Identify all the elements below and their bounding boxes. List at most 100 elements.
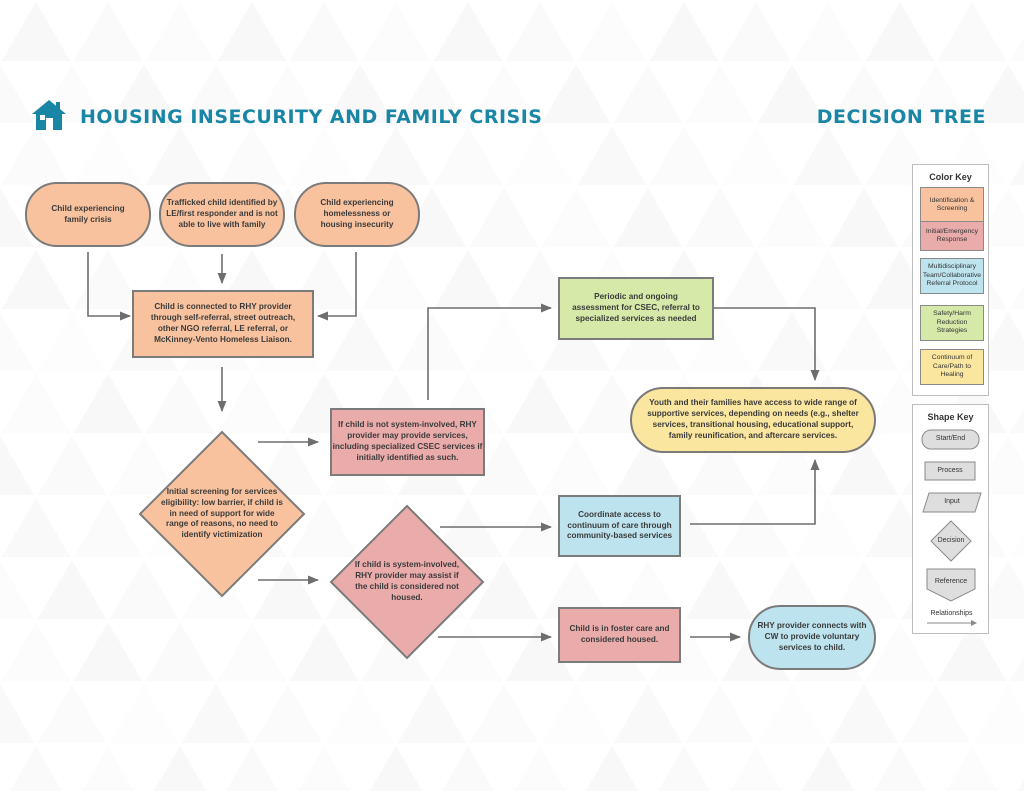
background-triangle — [430, 246, 506, 311]
background-triangle — [790, 246, 866, 311]
background-triangle — [0, 246, 74, 311]
background-triangle — [142, 618, 218, 683]
background-triangle — [394, 680, 470, 745]
key-identification: Identification & Screening — [920, 187, 984, 223]
connector-coordinate-to-youth — [690, 458, 820, 525]
start-node-homelessness — [294, 182, 420, 247]
background-triangle — [466, 680, 542, 745]
background-triangle — [430, 0, 506, 63]
background-triangle — [250, 60, 326, 125]
background-triangle — [610, 308, 686, 373]
process-not-system-involved — [330, 408, 485, 476]
background-triangle — [430, 122, 506, 187]
background-triangle — [826, 308, 902, 373]
background-triangle — [286, 618, 362, 683]
background-triangle — [718, 494, 794, 559]
background-triangle — [250, 556, 326, 621]
color-key-title: Color Key — [929, 172, 972, 182]
start-family-crisis-label: Child experiencing family crisis — [51, 203, 125, 224]
background-triangle — [0, 370, 74, 435]
background-triangle — [718, 246, 794, 311]
background-triangle — [934, 618, 1010, 683]
process-connected-rhy — [132, 290, 314, 358]
rhy-cw-label: RHY provider connects with CW to provide… — [757, 621, 867, 652]
background-triangle — [1006, 528, 1024, 559]
background-triangle — [70, 246, 146, 311]
background-triangle — [682, 432, 758, 497]
background-triangle — [610, 680, 686, 745]
background-triangle — [790, 0, 866, 63]
background-triangle — [106, 432, 182, 497]
background-triangle — [466, 432, 542, 497]
background-triangle — [322, 308, 398, 373]
coordinate-access-label: Coordinate access to continuum of care t… — [566, 509, 673, 541]
background-triangle — [0, 494, 74, 559]
not-system-involved-label: If child is not system-involved, RHY pro… — [332, 420, 483, 462]
background-triangle — [7, 742, 65, 791]
end-node-youth-access — [630, 387, 876, 453]
background-triangle — [214, 618, 290, 683]
background-triangle — [1006, 156, 1024, 187]
key-continuum: Continuum of Care/Path to Healing — [920, 349, 984, 385]
background-triangle — [79, 742, 137, 791]
shape-reference-label: Reference — [934, 578, 968, 585]
background-triangle — [754, 184, 830, 249]
background-triangle — [151, 742, 209, 791]
background-triangle — [538, 60, 614, 125]
background-triangle — [214, 370, 290, 435]
process-foster-care — [558, 607, 681, 663]
background-triangle — [502, 370, 578, 435]
background-triangle — [70, 618, 146, 683]
background-triangle — [826, 184, 902, 249]
start-node-trafficked — [159, 182, 285, 247]
background-triangle — [394, 308, 470, 373]
start-trafficked-label: Trafficked child identified by LE/first … — [166, 198, 278, 229]
connector-homelessness — [316, 252, 357, 321]
background-triangle — [178, 680, 254, 745]
start-end-shape — [921, 429, 980, 450]
key-safety: Safety/Harm Reduction Strategies — [920, 305, 984, 341]
background-triangle — [1015, 776, 1024, 791]
decision-initial-screening — [138, 430, 306, 598]
background-triangle — [790, 494, 866, 559]
background-triangle — [610, 60, 686, 125]
background-triangle — [439, 742, 497, 791]
background-triangle — [394, 60, 470, 125]
background-triangle — [0, 680, 38, 745]
youth-access-label: Youth and their families have access to … — [647, 398, 859, 440]
key-multidisciplinary: Multidisciplinary Team/Collaborative Ref… — [920, 258, 984, 294]
decision-shape — [930, 520, 972, 562]
connector-periodic-to-youth — [713, 307, 820, 382]
background-triangle — [826, 60, 902, 125]
background-triangle — [0, 122, 74, 187]
background-triangle — [871, 742, 929, 791]
process-shape — [924, 461, 976, 481]
background-triangle — [718, 122, 794, 187]
background-triangle — [34, 680, 110, 745]
background-triangle — [214, 0, 290, 63]
background-triangle — [322, 680, 398, 745]
background-triangle — [682, 308, 758, 373]
background-triangle — [223, 742, 281, 791]
background-triangle — [727, 742, 785, 791]
background-triangle — [826, 680, 902, 745]
background-triangle — [682, 60, 758, 125]
background-triangle — [826, 432, 902, 497]
background-triangle — [430, 618, 506, 683]
system-involved-label: If child is system-involved, RHY provide… — [354, 560, 460, 602]
background-triangle — [574, 122, 650, 187]
background-triangle — [574, 370, 650, 435]
background-triangle — [754, 60, 830, 125]
background-triangle — [106, 556, 182, 621]
background-triangle — [0, 60, 38, 125]
background-triangle — [142, 370, 218, 435]
background-triangle — [358, 246, 434, 311]
background-triangle — [70, 0, 146, 63]
background-triangle — [106, 60, 182, 125]
background-triangle — [70, 370, 146, 435]
background-triangle — [1006, 32, 1024, 63]
background-triangle — [70, 494, 146, 559]
background-triangle — [358, 0, 434, 63]
input-shape — [922, 492, 982, 513]
end-node-rhy-cw — [748, 605, 876, 670]
